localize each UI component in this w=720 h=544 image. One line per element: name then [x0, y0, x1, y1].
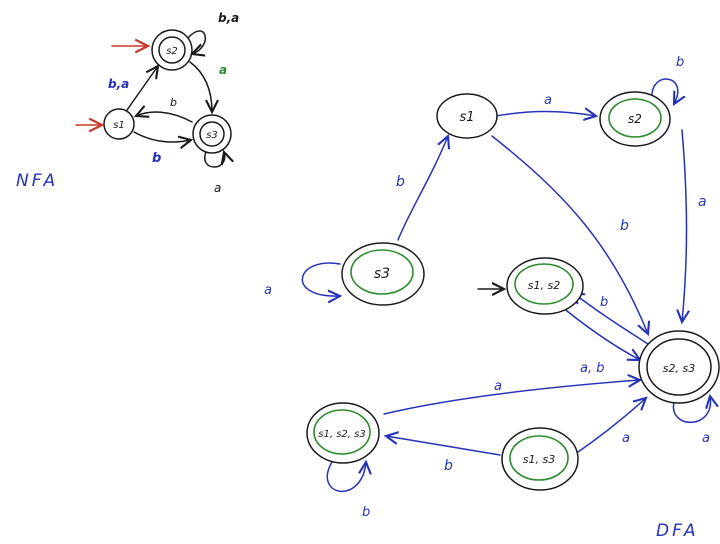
- dfa-edge-s2s3-loop-label: a: [702, 431, 710, 446]
- dfa-state-s1s3-label: s1, s3: [523, 453, 555, 466]
- dfa-edge-s1-s2s3: [491, 135, 648, 334]
- nfa-edge-s1-s3: [133, 131, 191, 142]
- dfa-edge-s1s3-s1s2s3: [386, 436, 501, 456]
- nfa-state-s2: s2: [151, 29, 193, 71]
- nfa-edge-s2-s3: [189, 61, 212, 112]
- dfa-state-s3: s3: [341, 242, 425, 306]
- nfa-edge-s2-loop: [187, 30, 207, 54]
- nfa-edge-s2-s3-label: a: [219, 63, 227, 77]
- nfa-state-s1-label: s1: [113, 120, 125, 131]
- dfa-title: DFA: [656, 521, 699, 541]
- dfa-state-s2: s2: [599, 91, 671, 147]
- dfa-state-s3-label: s3: [374, 266, 390, 282]
- nfa-diagram: NFA s2 s1 s3 b,a b,a a: [16, 11, 239, 195]
- nfa-state-s2-inner: [158, 36, 186, 64]
- dfa-state-s1s2s3-label: s1, s2, s3: [318, 429, 365, 440]
- dfa-edge-s2-loop: [651, 78, 678, 104]
- nfa-title: NFA: [16, 171, 58, 191]
- dfa-state-s3-inner: [350, 249, 414, 295]
- nfa-edge-s2-loop-label: b,a: [218, 11, 239, 25]
- dfa-edge-s2-s2s3-label: a: [698, 194, 707, 210]
- nfa-edge-s3-loop-label: a: [214, 181, 221, 195]
- dfa-state-s1s2-inner: [514, 263, 574, 305]
- dfa-edge-s2s3-loop: [672, 396, 710, 424]
- nfa-state-s3: s3: [192, 114, 232, 154]
- dfa-state-s2-inner: [608, 98, 662, 138]
- dfa-state-s1-label: s1: [459, 110, 474, 125]
- dfa-edge-s1-s2s3-label: b: [620, 218, 629, 234]
- dfa-edge-s2s3-s1s2: [572, 292, 649, 345]
- dfa-edge-s1s2s3-s2s3-label: a: [494, 379, 502, 394]
- dfa-edge-s1s2s3-s2s3: [383, 380, 640, 415]
- dfa-state-s1s2: s1, s2: [506, 257, 584, 315]
- dfa-state-s2s3: s2, s3: [638, 330, 720, 404]
- nfa-edge-s1-s2-label: b,a: [108, 77, 129, 91]
- dfa-diagram: DFA a b a b b a b a, b a b: [264, 55, 720, 541]
- nfa-state-s2-label: s2: [166, 46, 178, 57]
- dfa-state-s1s3-inner: [509, 435, 569, 481]
- nfa-state-s3-outer: [192, 114, 232, 154]
- nfa-edge-s1-s2: [126, 66, 158, 111]
- dfa-edge-s1-s2: [495, 112, 596, 117]
- nfa-edge-s3-loop: [203, 152, 225, 168]
- dfa-state-s1s2s3: s1, s2, s3: [306, 402, 380, 464]
- dfa-state-s1s2s3-inner: [313, 409, 371, 455]
- dfa-state-s1s2-label: s1, s2: [528, 279, 560, 292]
- dfa-state-s1s3: s1, s3: [501, 427, 579, 491]
- dfa-edge-s2-loop-label: b: [676, 55, 684, 70]
- dfa-state-s1: s1: [436, 93, 498, 139]
- dfa-edge-s1s2s3-loop-label: b: [362, 505, 370, 520]
- dfa-state-s2s3-label: s2, s3: [663, 362, 695, 375]
- dfa-edge-s2-s2s3: [682, 129, 687, 322]
- dfa-edge-s1s3-s1s2s3-label: b: [444, 458, 453, 474]
- nfa-edge-s2-loop-label-text: b,a: [218, 11, 239, 25]
- nfa-state-s3-inner: [199, 121, 225, 147]
- dfa-state-s2s3-inner: [646, 338, 712, 396]
- dfa-edge-s3-s1: [397, 136, 448, 241]
- dfa-state-s1-circle: [436, 93, 498, 139]
- dfa-edge-s1s3-s2s3-label: a: [622, 431, 630, 446]
- dfa-state-s2-label: s2: [628, 112, 642, 126]
- dfa-state-s2s3-outer: [638, 330, 720, 404]
- nfa-state-s3-label: s3: [206, 130, 218, 141]
- dfa-edge-s3-s1-label: b: [396, 174, 405, 190]
- dfa-edge-s2s3-s1s2-label: b: [600, 295, 608, 310]
- dfa-edge-s1s2s3-loop: [326, 462, 366, 492]
- dfa-edge-s1-s2-label: a: [544, 93, 552, 108]
- nfa-edge-s3-s1-label: b: [170, 96, 177, 109]
- dfa-edge-s1s3-s2s3: [577, 398, 646, 453]
- nfa-edge-s3-s1: [136, 112, 193, 123]
- dfa-edge-s3-loop: [301, 262, 340, 296]
- nfa-state-s1: s1: [103, 108, 135, 140]
- nfa-edge-s1-s3-label: b: [152, 151, 161, 166]
- dfa-edge-s3-loop-label: a: [264, 283, 272, 298]
- dfa-edge-s1s2-s2s3-label: a, b: [580, 361, 604, 376]
